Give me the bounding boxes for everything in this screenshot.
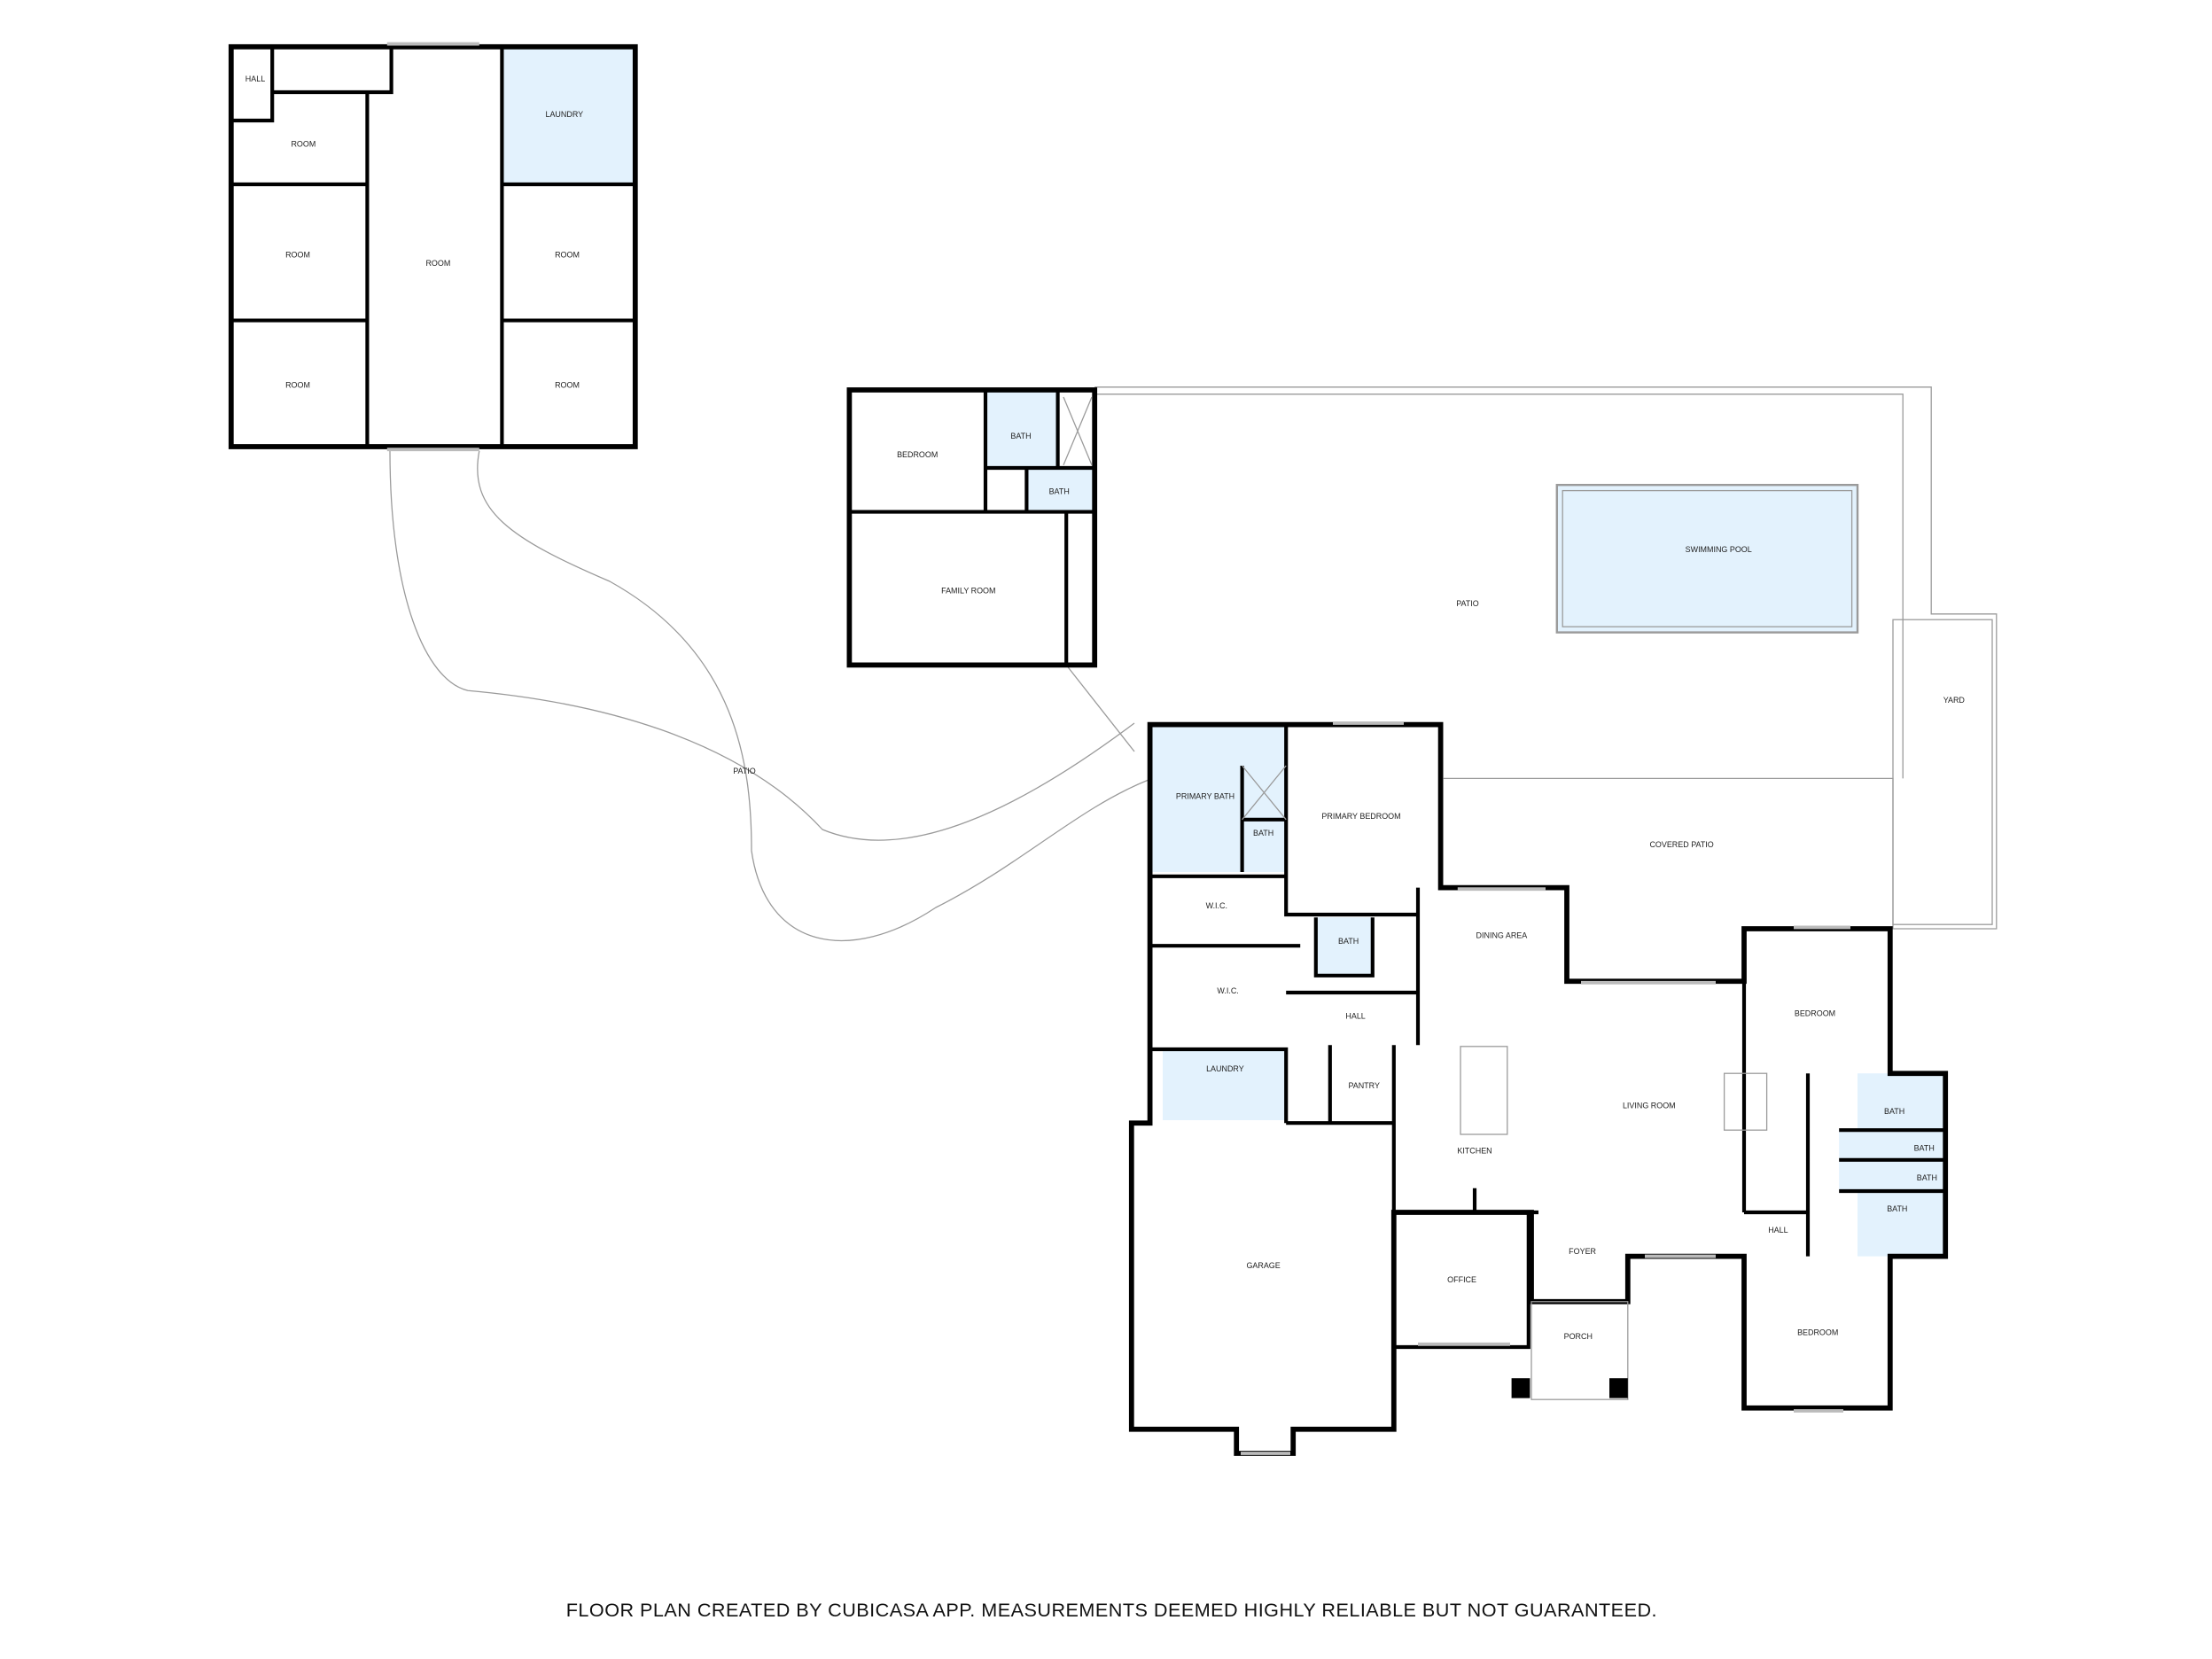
room-label: W.I.C.	[1217, 986, 1238, 995]
main-house	[1128, 721, 1949, 1456]
room-label: BATH	[1010, 432, 1031, 440]
room-label: ROOM	[555, 381, 580, 390]
room-label: FAMILY ROOM	[941, 587, 995, 596]
room-label: BATH	[1884, 1107, 1904, 1116]
room-label: KITCHEN	[1457, 1147, 1492, 1156]
room-label: DINING AREA	[1476, 931, 1528, 939]
room-label: HALL	[245, 74, 265, 83]
footer-disclaimer: FLOOR PLAN CREATED BY CUBICASA APP. MEAS…	[566, 1599, 1657, 1621]
room-label: ROOM	[555, 250, 580, 259]
room-label: BEDROOM	[897, 450, 938, 459]
room-label: COVERED PATIO	[1649, 840, 1713, 849]
room-label: ROOM	[285, 381, 310, 390]
room-label: GARAGE	[1246, 1261, 1280, 1270]
room-label: BATH	[1887, 1204, 1907, 1213]
room-label: BEDROOM	[1795, 1009, 1835, 1017]
room-label: ROOM	[291, 140, 315, 149]
guest-house	[228, 42, 638, 452]
patio-path-outline	[389, 450, 1135, 841]
room-label: PANTRY	[1348, 1081, 1380, 1090]
room-label: PRIMARY BEDROOM	[1321, 812, 1400, 821]
room-label: PATIO	[1456, 599, 1479, 608]
room-label: HALL	[1768, 1226, 1788, 1235]
room-label: SWIMMING POOL	[1686, 545, 1752, 554]
room-label: PATIO	[733, 767, 756, 775]
pool-house	[846, 387, 1098, 668]
room-label: BATH	[1049, 487, 1070, 496]
room-label: ROOM	[285, 250, 310, 259]
room-label: LIVING ROOM	[1623, 1101, 1676, 1110]
room-label: BATH	[1917, 1173, 1937, 1182]
room-label: YARD	[1943, 696, 1966, 705]
room-label: BEDROOM	[1797, 1328, 1838, 1336]
room-label: PRIMARY BATH	[1176, 792, 1235, 801]
room-labels: HALL ROOM ROOM ROOM ROOM ROOM ROOM LAUND…	[245, 74, 1966, 1341]
room-label: BATH	[1253, 829, 1273, 837]
room-label: OFFICE	[1447, 1275, 1476, 1284]
swimming-pool	[1555, 484, 1859, 634]
room-label: LAUNDRY	[545, 110, 583, 119]
room-label: BATH	[1338, 937, 1359, 946]
outdoor-areas	[389, 386, 1998, 942]
room-label: HALL	[1345, 1012, 1365, 1021]
room-label: ROOM	[425, 259, 450, 268]
room-label: FOYER	[1569, 1247, 1596, 1256]
room-label: W.I.C.	[1206, 901, 1227, 910]
room-label: LAUNDRY	[1206, 1064, 1244, 1073]
room-label: PORCH	[1564, 1332, 1593, 1341]
room-label: BATH	[1914, 1143, 1935, 1152]
